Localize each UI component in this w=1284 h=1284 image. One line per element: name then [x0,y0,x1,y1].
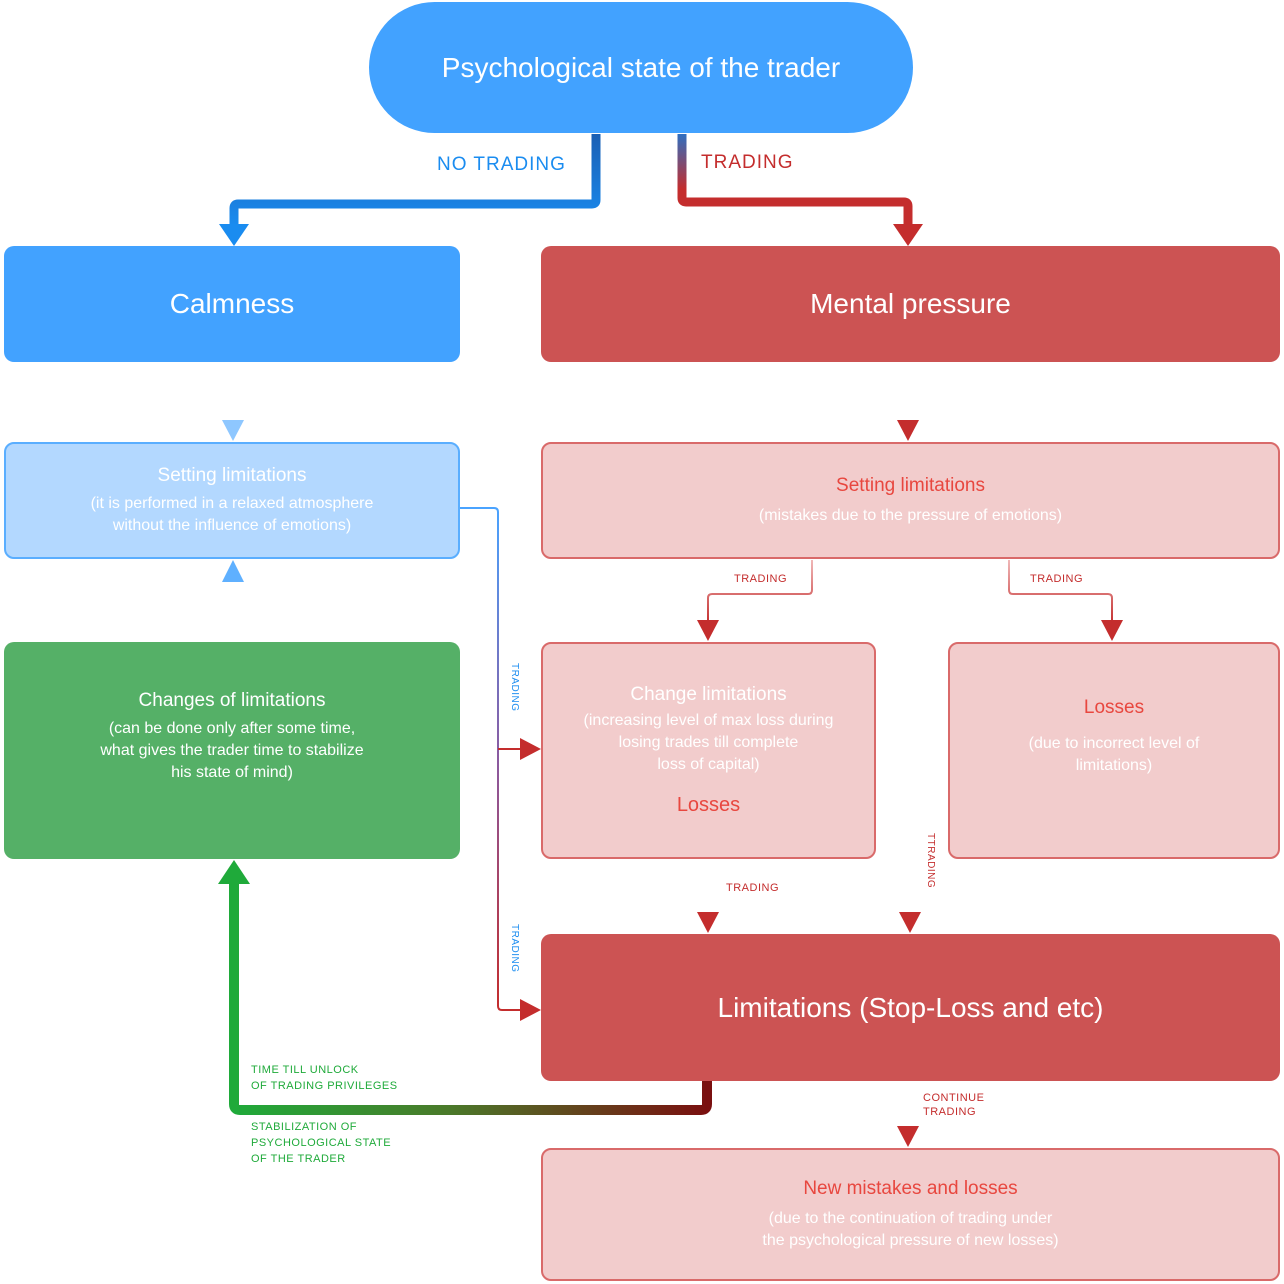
edge-label-ttrading: TTRADING [925,833,936,889]
no-trading-label: NO TRADING [437,154,566,175]
changes-of-limitations-text: (can be done only after some time, what … [100,719,364,781]
calmness-node: Calmness [4,246,460,362]
change-limitations-node: Change limitations (increasing level of … [541,642,876,859]
edge-label-trading-right: TRADING [1030,573,1083,585]
blue-setting-trading-connector [460,507,541,1021]
setting-limitations-calm-title: Setting limitations [157,464,307,486]
pressure-to-setting-arrow [897,360,919,441]
edge-label-trading-left: TRADING [734,573,787,585]
limitations-title: Limitations (Stop-Loss and etc) [717,991,1104,1023]
mental-pressure-node: Mental pressure [541,246,1280,362]
losses-text: (due to incorrect level of limitations) [1028,734,1200,774]
setting-limitations-pressure-node: Setting limitations (mistakes due to the… [541,442,1280,559]
losses-node: Losses (due to incorrect level of limita… [948,642,1280,859]
edge-label-stabilization: STABILIZATION OF PSYCHOLOGICAL STATE OF … [251,1121,392,1165]
setting-limitations-calm-text: (it is performed in a relaxed atmosphere… [90,494,374,534]
trading-connector [677,134,923,246]
change-to-limitations-arrow [697,860,719,933]
change-limitations-title: Change limitations [630,684,787,705]
calmness-title: Calmness [169,288,295,319]
limitations-node: Limitations (Stop-Loss and etc) [541,934,1280,1081]
trading-label: TRADING [701,152,794,173]
mental-pressure-title: Mental pressure [810,288,1011,319]
no-trading-connector [219,134,601,246]
limitations-to-new-mistakes-arrow [897,1082,919,1147]
changes-to-setting-arrow [222,560,244,642]
setting-to-limitations-arrow [899,560,921,933]
setting-to-losses-arrow [1008,560,1123,641]
setting-to-change-arrow [697,560,813,641]
setting-limitations-pressure-text: (mistakes due to the pressure of emotion… [758,506,1063,524]
losses-title: Losses [1083,696,1145,718]
change-limitations-text: (increasing level of max loss during los… [583,712,834,773]
edge-label-trading-mid: TRADING [726,882,779,894]
feedback-loop-connector [218,860,712,1115]
edge-label-trading-blue-2: TRADING [509,924,520,973]
psychological-state-title: Psychological state of the trader [441,51,841,83]
changes-of-limitations-node: Changes of limitations (can be done only… [4,642,460,859]
edge-label-trading-blue-1: TRADING [509,663,520,712]
psychological-state-node: Psychological state of the trader [369,2,913,133]
edge-label-time-till-unlock: TIME TILL UNLOCK OF TRADING PRIVILEGES [251,1064,398,1092]
new-mistakes-title: New mistakes and losses [803,1177,1018,1199]
changes-of-limitations-title: Changes of limitations [138,689,326,711]
calmness-to-setting-arrow [222,360,244,441]
new-mistakes-text: (due to the continuation of trading unde… [762,1209,1059,1249]
new-mistakes-node: New mistakes and losses (due to the cont… [541,1148,1280,1281]
change-limitations-losses: Losses [676,794,741,816]
setting-limitations-calm-node: Setting limitations (it is performed in … [4,442,460,559]
edge-label-continue-trading: CONTINUE TRADING [923,1092,985,1118]
setting-limitations-pressure-title: Setting limitations [836,474,985,496]
